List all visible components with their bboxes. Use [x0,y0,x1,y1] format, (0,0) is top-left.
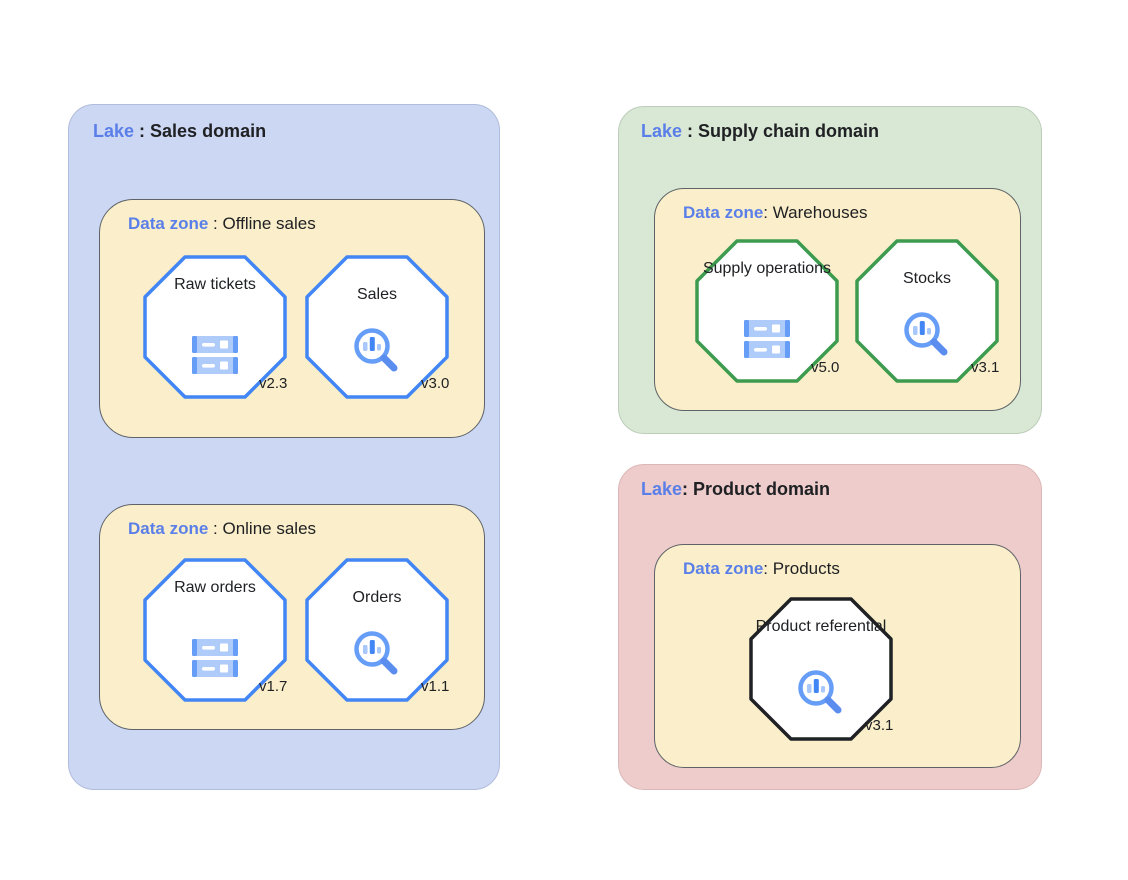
zone-offline-sales: Data zone : Offline sales Raw tickets v2… [99,199,485,438]
search-analytics-icon [354,631,398,675]
zone-separator: : [763,203,773,222]
octagon-shape [855,239,999,383]
asset-product-referential: Product referential v3.1 [749,597,893,741]
asset-version: v3.1 [971,359,1000,376]
zone-offline-sales-header: Data zone : Offline sales [128,214,316,234]
zone-separator: : [763,559,773,578]
zone-products: Data zone: Products Product referential … [654,544,1021,768]
zone-separator: : [208,519,223,538]
lake-label: Lake [641,479,683,499]
lake-separator: : [134,121,151,141]
zone-title: Online sales [222,519,317,538]
lake-supply-chain-domain: Lake : Supply chain domain Data zone: Wa… [618,106,1042,434]
data-zone-label: Data zone [128,519,209,538]
asset-label: Sales [356,286,398,303]
zone-title: Products [772,559,840,578]
asset-raw-tickets: Raw tickets v2.3 [143,255,287,399]
data-zone-label: Data zone [683,203,764,222]
lake-product-domain: Lake: Product domain Data zone: Products… [618,464,1042,790]
lake-separator: : [682,121,699,141]
search-analytics-icon [798,670,842,714]
asset-label: Stocks [902,270,951,287]
asset-version: v5.0 [811,359,840,376]
asset-supply-operations: Supply operations v5.0 [695,239,839,383]
asset-label: Supply operations [702,260,832,277]
octagon-shape [143,558,287,702]
lake-sales-header: Lake : Sales domain [93,121,266,142]
zone-products-header: Data zone: Products [683,559,840,579]
lake-separator: : [682,479,694,499]
asset-raw-orders: Raw orders v1.7 [143,558,287,702]
search-analytics-icon [354,328,398,372]
zone-separator: : [208,214,223,233]
asset-version: v1.7 [259,678,288,695]
data-zone-label: Data zone [128,214,209,233]
asset-sales: Sales v3.0 [305,255,449,399]
asset-version: v3.0 [421,375,450,392]
lake-label: Lake [93,121,135,141]
zone-online-sales-header: Data zone : Online sales [128,519,316,539]
octagon-shape [305,255,449,399]
asset-label: Product referential [755,618,887,635]
search-analytics-icon [904,312,948,356]
asset-version: v1.1 [421,678,450,695]
zone-warehouses: Data zone: Warehouses Supply operations … [654,188,1021,411]
zone-warehouses-header: Data zone: Warehouses [683,203,868,223]
data-zone-label: Data zone [683,559,764,578]
asset-label: Orders [352,589,402,606]
storage-icon [744,320,790,358]
lake-label: Lake [641,121,683,141]
lake-title: Product domain [693,479,831,499]
zone-title: Offline sales [222,214,316,233]
asset-label: Raw orders [174,579,256,596]
storage-icon [192,336,238,374]
asset-orders: Orders v1.1 [305,558,449,702]
asset-version: v3.1 [865,717,894,734]
asset-version: v2.3 [259,375,288,392]
lake-title: Sales domain [150,121,267,141]
octagon-shape [143,255,287,399]
lake-product-header: Lake: Product domain [641,479,830,500]
octagon-shape [305,558,449,702]
zone-online-sales: Data zone : Online sales Raw orders v1.7… [99,504,485,730]
zone-title: Warehouses [772,203,868,222]
lake-title: Supply chain domain [698,121,880,141]
asset-label: Raw tickets [174,276,256,293]
storage-icon [192,639,238,677]
lake-sales-domain: Lake : Sales domain Data zone : Offline … [68,104,500,790]
asset-stocks: Stocks v3.1 [855,239,999,383]
lake-supply-header: Lake : Supply chain domain [641,121,879,142]
octagon-shape [749,597,893,741]
octagon-shape [695,239,839,383]
